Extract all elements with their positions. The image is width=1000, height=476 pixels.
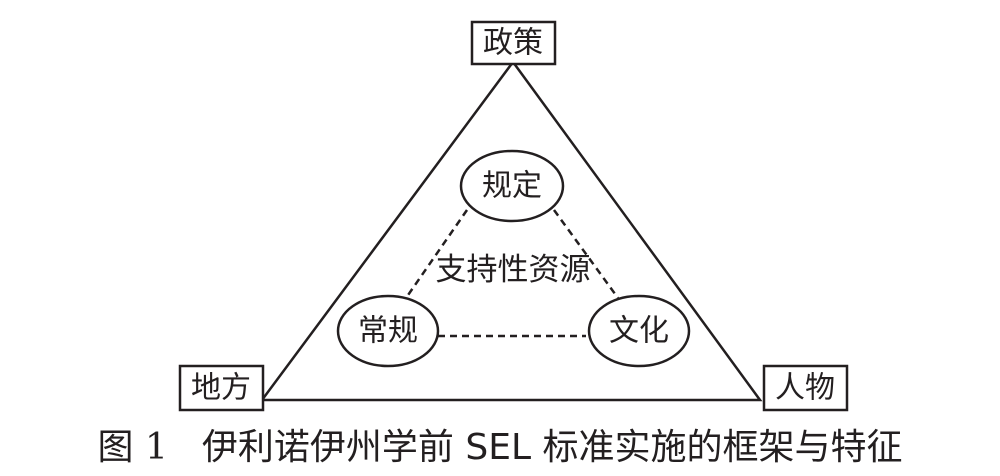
node-bottom-right-label: 人物 (775, 371, 835, 406)
circle-left-label: 常规 (358, 314, 418, 349)
circle-right-label: 文化 (609, 314, 669, 349)
node-top-label: 政策 (483, 26, 543, 61)
circle-right: 文化 (587, 294, 691, 368)
figure-number: 图 1 (97, 427, 168, 468)
circle-left: 常规 (336, 294, 440, 368)
dashed-link-top-right (552, 209, 620, 299)
center-label: 支持性资源 (436, 252, 591, 288)
node-bottom-right-box (762, 364, 849, 412)
node-top-box (470, 20, 557, 66)
node-bottom-left: 地方 (178, 364, 265, 412)
circle-top-label: 规定 (482, 169, 542, 204)
node-bottom-left-box (178, 364, 265, 412)
circle-top-shape (459, 149, 565, 223)
dashed-link-top-left (404, 209, 469, 299)
outer-triangle (259, 59, 763, 402)
circle-top: 规定 (459, 149, 565, 223)
circle-right-shape (587, 294, 691, 368)
figure-caption: 图 1 伊利诺伊州学前 SEL 标准实施的框架与特征 (0, 420, 1000, 476)
node-bottom-right: 人物 (762, 364, 849, 412)
node-bottom-left-label: 地方 (191, 371, 251, 406)
node-top: 政策 (470, 20, 557, 66)
figure-title: 伊利诺伊州学前 SEL 标准实施的框架与特征 (201, 427, 903, 468)
circle-left-shape (336, 294, 440, 368)
